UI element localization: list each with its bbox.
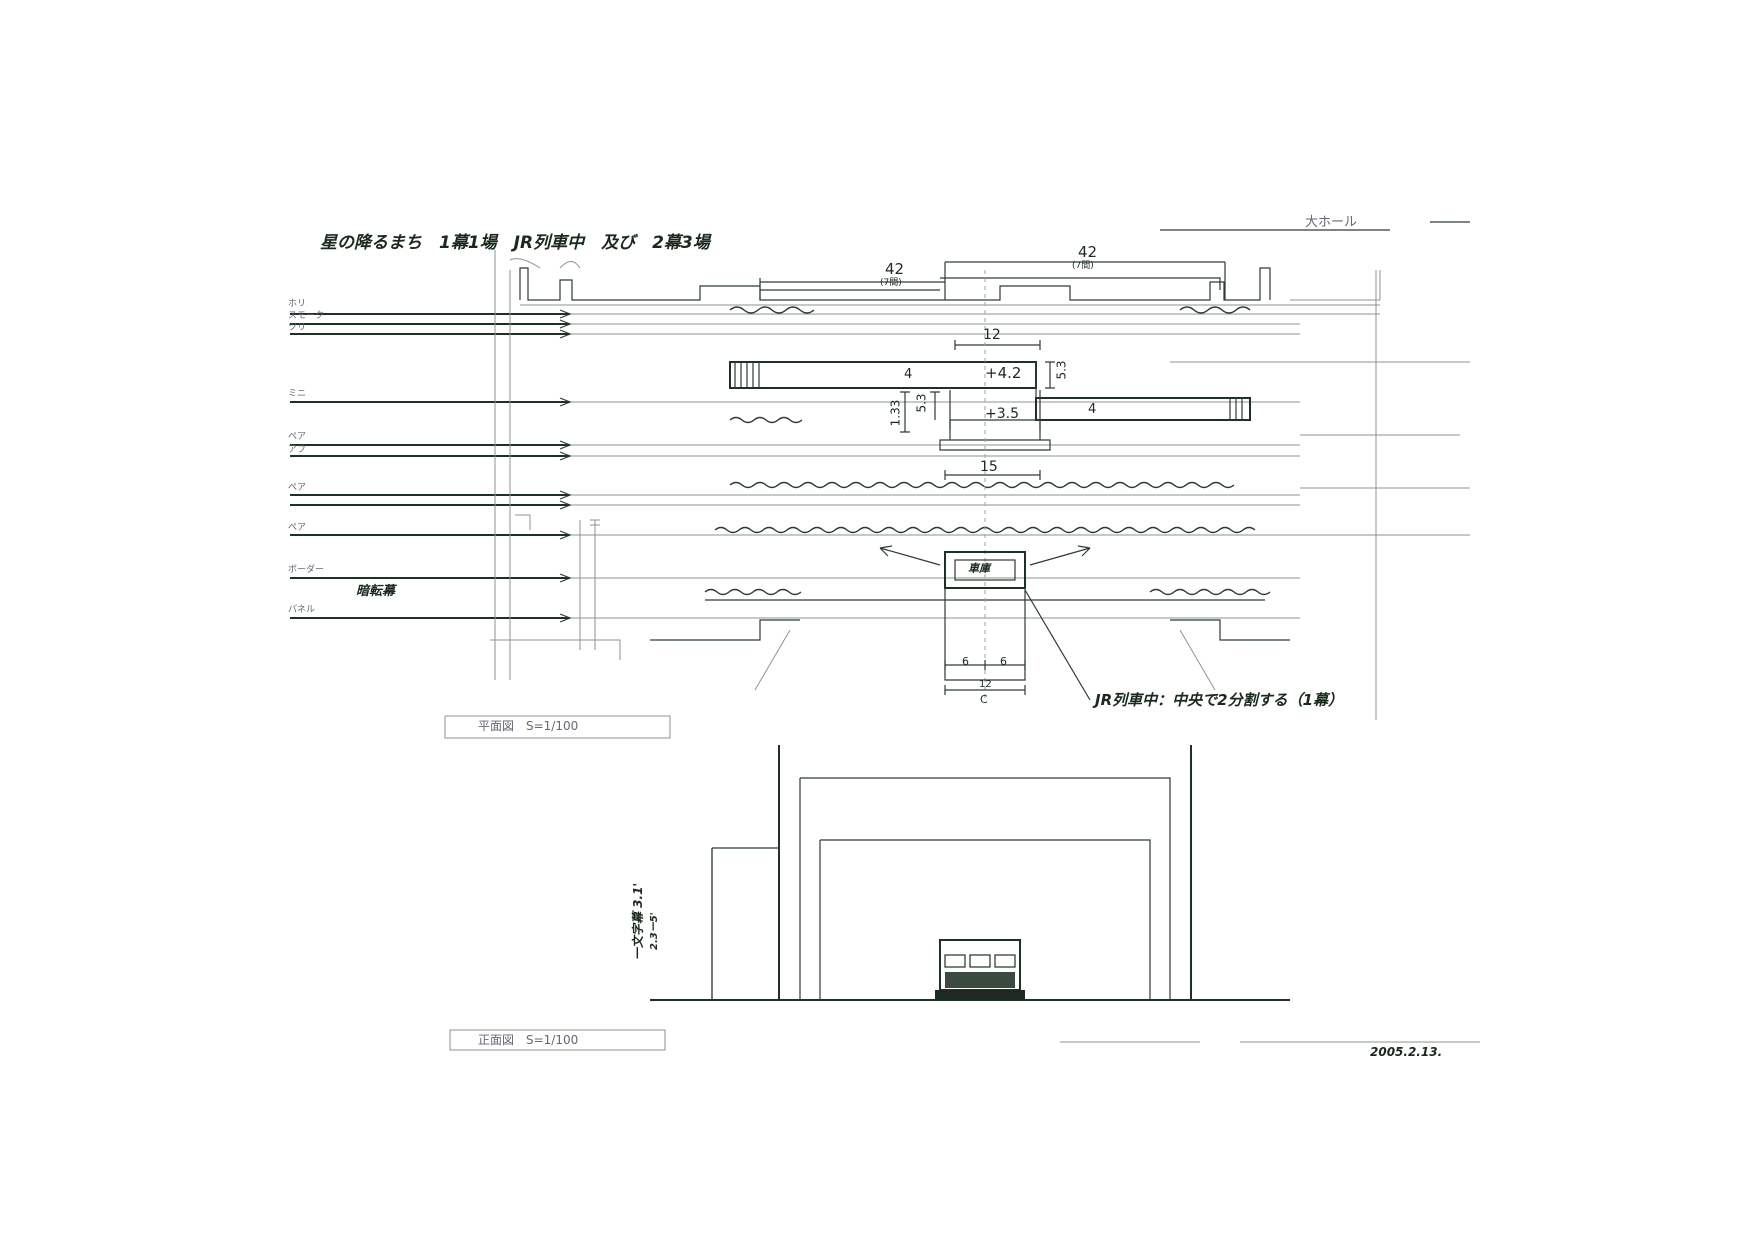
upstage-wall — [519, 267, 1381, 720]
dim-upper-thick: 4 — [904, 367, 913, 382]
batten-label: ペア — [288, 523, 307, 533]
split-note: JR列車中：中央で2分割する（1幕） — [1095, 691, 1344, 709]
left-markers — [515, 514, 600, 530]
dim-side-2: 5.3 — [914, 393, 929, 413]
section-height-label: 一文字幕 3.1' — [631, 882, 645, 960]
batten-label: スモーク — [288, 311, 325, 321]
batten-label: ペア — [288, 483, 307, 493]
front-elevation — [650, 745, 1290, 1001]
batten-label: ボーダー — [288, 565, 325, 575]
dim-riser-width: 12 — [983, 327, 1001, 343]
top-dimension-lines — [759, 261, 1226, 300]
platform-dimension-lines — [900, 340, 1055, 480]
batten-label: ペア — [288, 432, 307, 442]
dim-split-right: 6 — [1000, 655, 1007, 668]
batten-label: ツリ — [288, 323, 307, 333]
dim-top-right-sub: (7間) — [1072, 261, 1094, 271]
plan-label-box — [444, 715, 671, 739]
dim-upper-height: +4.2 — [985, 364, 1022, 382]
batten-label: ミニ — [288, 389, 307, 399]
section-label-box — [449, 1029, 666, 1051]
curtain-waves — [704, 306, 1271, 601]
section-height-sub: 2.3ー5' — [649, 912, 660, 950]
center-mark: C — [980, 693, 988, 706]
dim-top-right: 42 — [1078, 243, 1098, 261]
batten-label: ホリ — [288, 299, 307, 309]
main-title: 星の降るまち 1幕1場 JR列車中 及び 2幕3場 — [320, 233, 710, 253]
venue-name: 大ホール — [1305, 215, 1358, 230]
curtain-label: 暗転幕 — [356, 584, 396, 599]
dim-lower-width: 15 — [980, 459, 998, 475]
unit-label: 車庫 — [968, 562, 990, 575]
dim-top-left-sub: (7間) — [880, 278, 902, 288]
batten-lines — [290, 309, 1470, 623]
batten-label: パネル — [288, 605, 316, 615]
plan-label: 平面図 S=1/100 — [478, 719, 579, 733]
dim-upper-right: 5.3 — [1054, 360, 1069, 380]
dim-split-left: 6 — [962, 655, 969, 668]
dim-side-1: 1.33 — [888, 399, 903, 427]
downstage-edge — [650, 619, 1290, 691]
batten-label: アフ — [288, 445, 307, 455]
dim-lower-height: +3.5 — [985, 406, 1019, 422]
platform-lower — [939, 390, 1251, 451]
dim-lower-thick: 4 — [1088, 402, 1097, 417]
dim-split-total: 12 — [979, 679, 992, 690]
dim-top-left: 42 — [885, 260, 905, 278]
section-label: 正面図 S=1/100 — [478, 1033, 579, 1047]
train-unit — [879, 545, 1091, 701]
left-proscenium — [490, 250, 621, 680]
footer-date: 2005.2.13. — [1370, 1045, 1443, 1059]
venue-line — [1160, 221, 1470, 231]
